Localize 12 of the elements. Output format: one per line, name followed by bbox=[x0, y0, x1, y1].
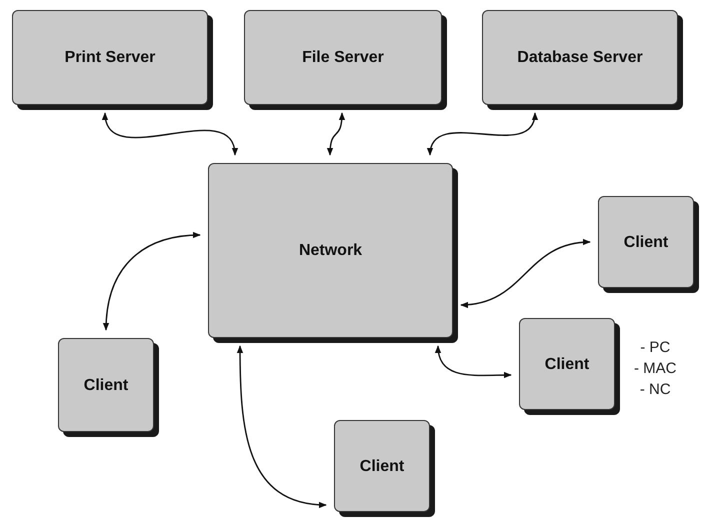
node-label: Network bbox=[298, 241, 364, 260]
node-label: File Server bbox=[301, 48, 385, 67]
list-item: - MAC bbox=[634, 360, 676, 378]
node-label: Client bbox=[82, 376, 130, 394]
node-label: Client bbox=[544, 354, 590, 374]
node-label: Print Server bbox=[64, 48, 156, 67]
list-item: - NC bbox=[638, 381, 672, 399]
node-label: Database Server bbox=[516, 48, 644, 67]
node-label: Client bbox=[358, 456, 406, 476]
arrow bbox=[103, 232, 201, 331]
list-item: - PC bbox=[639, 339, 672, 357]
node-label: Client bbox=[622, 232, 670, 252]
